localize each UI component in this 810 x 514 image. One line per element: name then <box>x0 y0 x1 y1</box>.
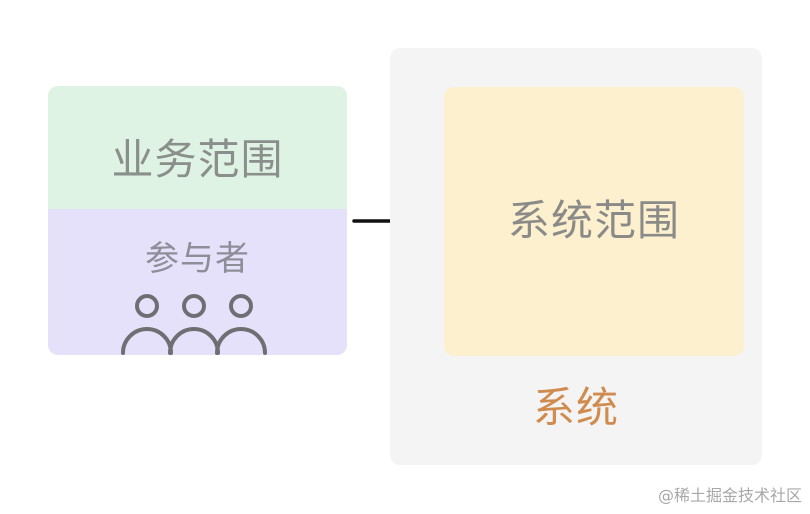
system-scope-box: 系统范围 <box>444 87 744 356</box>
system-label: 系统 <box>532 383 619 432</box>
business-participants-card: 业务范围 参与者 <box>48 86 347 355</box>
system-scope-label: 系统范围 <box>507 196 680 245</box>
system-box: 系统范围 系统 <box>390 48 762 465</box>
people-icon <box>121 294 267 355</box>
watermark: @稀土掘金技术社区 <box>657 486 802 505</box>
participants-box: 参与者 <box>48 209 347 355</box>
participants-label: 参与者 <box>145 239 250 279</box>
business-scope-box: 业务范围 <box>48 86 347 209</box>
business-scope-label: 业务范围 <box>111 135 284 184</box>
